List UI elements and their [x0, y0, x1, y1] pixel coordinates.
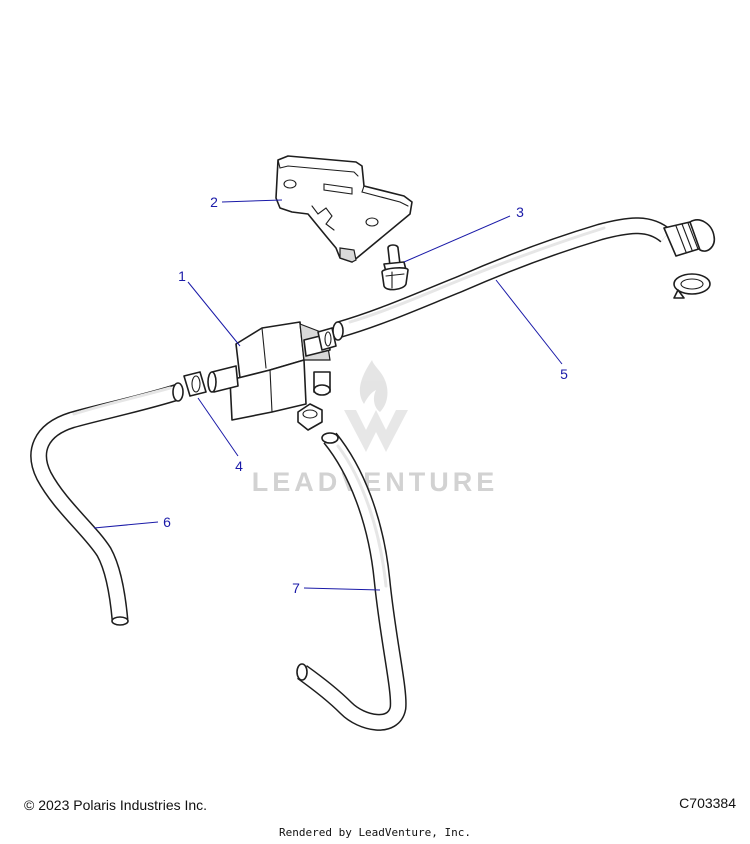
leader-4: [197, 397, 239, 457]
diagram-code: C703384: [679, 795, 736, 811]
hose-clamp: [673, 273, 711, 299]
callout-3[interactable]: 3: [516, 204, 524, 220]
callout-5[interactable]: 5: [560, 366, 568, 382]
callout-4[interactable]: 4: [235, 458, 243, 474]
callout-2[interactable]: 2: [210, 194, 218, 210]
callout-7[interactable]: 7: [292, 580, 300, 596]
watermark-text: LEADVENTURE: [252, 467, 499, 497]
callout-6[interactable]: 6: [163, 514, 171, 530]
leader-6: [93, 521, 159, 529]
leadventure-flame-logo: [344, 360, 408, 452]
leader-3: [403, 215, 511, 263]
watermark: LEADVENTURE: [252, 360, 499, 497]
leader-1: [187, 281, 241, 347]
callout-1[interactable]: 1: [178, 268, 186, 284]
leader-5: [495, 279, 563, 365]
part-1-valve: [207, 321, 331, 421]
part-4-nut-left: [183, 371, 207, 397]
part-4-nut-upper: [317, 327, 337, 351]
part-5-hose: [332, 217, 716, 341]
part-3-bolt: [381, 244, 409, 291]
callouts: 1 2 3 4 5 6 7: [163, 194, 568, 596]
rendered-by-text: Rendered by LeadVenture, Inc.: [278, 826, 472, 839]
leader-2: [221, 199, 283, 203]
part-7-hose: [296, 432, 407, 731]
copyright-text: © 2023 Polaris Industries Inc.: [24, 797, 208, 813]
part-2-bracket: [275, 155, 413, 263]
callout-leaders: [93, 199, 563, 591]
leader-7: [303, 587, 381, 591]
part-6-hose: [30, 382, 184, 626]
hose-end-fitting: [663, 219, 716, 257]
part-4-nut-right: [297, 403, 323, 431]
